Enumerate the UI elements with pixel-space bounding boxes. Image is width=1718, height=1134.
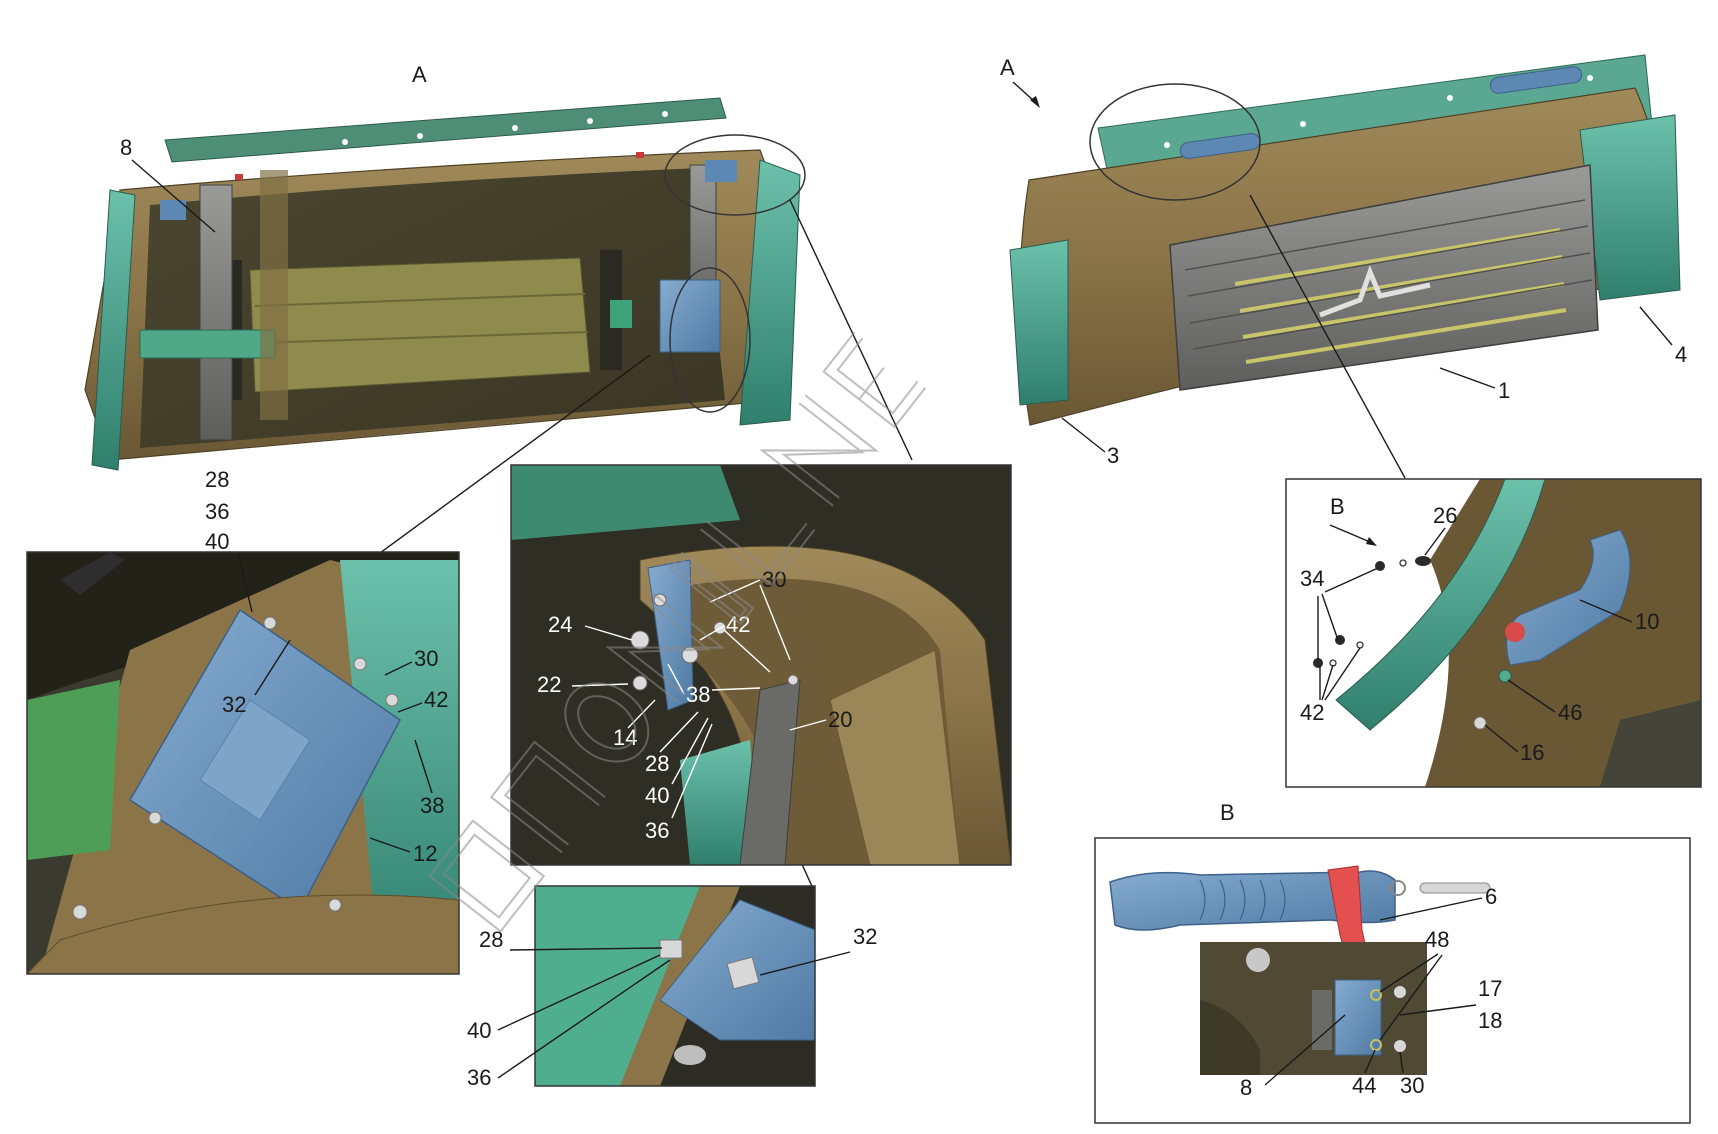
leader-b-44 bbox=[1364, 1049, 1376, 1074]
leader-sm-28 bbox=[509, 947, 663, 951]
label-bl-12: 12 bbox=[413, 841, 437, 866]
leader-bl-stack bbox=[237, 552, 253, 613]
leader-bl-42 bbox=[397, 702, 423, 713]
leader-sm-36 bbox=[497, 959, 671, 1079]
leader-mid-42 bbox=[699, 625, 771, 673]
leader-bl-30 bbox=[384, 661, 413, 676]
label-b-44: 44 bbox=[1352, 1073, 1376, 1098]
view-b-arrow-line bbox=[1329, 524, 1371, 543]
label-b-48: 48 bbox=[1425, 927, 1449, 952]
label-r-16: 16 bbox=[1520, 740, 1544, 765]
leader-r-16 bbox=[1484, 724, 1519, 753]
label-bl-32: 32 bbox=[222, 692, 246, 717]
leader-sm-32 bbox=[759, 951, 851, 976]
label-r-42: 42 bbox=[1300, 700, 1324, 725]
label-bl-42: 42 bbox=[424, 687, 448, 712]
label-mid-36: 36 bbox=[645, 818, 669, 843]
leader-b-30 bbox=[1399, 1051, 1404, 1074]
view-a-arrowhead bbox=[1030, 96, 1040, 108]
leader-r-34 bbox=[1317, 567, 1379, 660]
label-sm-40: 40 bbox=[467, 1018, 491, 1043]
label-main-1: 1 bbox=[1498, 378, 1510, 403]
leader-main-3 bbox=[1061, 417, 1106, 453]
leader-bl-38 bbox=[414, 739, 433, 794]
label-top-left-8: 8 bbox=[120, 135, 132, 160]
label-b-8: 8 bbox=[1240, 1075, 1252, 1100]
connector-mid bbox=[789, 199, 913, 461]
label-mid-14: 14 bbox=[613, 725, 637, 750]
label-b-6: 6 bbox=[1485, 884, 1497, 909]
label-mid-20: 20 bbox=[828, 707, 852, 732]
watermark-outline-lettering bbox=[428, 331, 927, 933]
label-view-a-title: А bbox=[412, 62, 427, 87]
leader-bl-12 bbox=[369, 837, 411, 853]
leader-bl-32 bbox=[254, 639, 291, 696]
connector-bl bbox=[379, 354, 651, 554]
label-b-17: 17 bbox=[1478, 976, 1502, 1001]
label-r-34: 34 bbox=[1300, 566, 1324, 591]
label-main-3: 3 bbox=[1107, 443, 1119, 468]
detail-hinge-view bbox=[534, 885, 816, 1087]
front-view-assembly bbox=[1009, 54, 1681, 426]
leader-top-left-8 bbox=[131, 159, 216, 233]
label-view-b-title: В bbox=[1220, 800, 1235, 825]
leader-main-1 bbox=[1439, 367, 1496, 389]
label-b-18: 18 bbox=[1478, 1008, 1502, 1033]
leader-main-4 bbox=[1639, 306, 1673, 346]
label-mid-28: 28 bbox=[645, 751, 669, 776]
label-bl-stack-28: 28 bbox=[205, 467, 229, 492]
leader-mid-30 bbox=[709, 579, 791, 661]
label-mid-40: 40 bbox=[645, 783, 669, 808]
label-r-46: 46 bbox=[1558, 700, 1582, 725]
leader-sm-40 bbox=[497, 954, 661, 1031]
leader-r-42 bbox=[1319, 647, 1361, 701]
leader-mid-28 bbox=[659, 711, 699, 753]
label-r-26: 26 bbox=[1433, 503, 1457, 528]
label-mid-24: 24 bbox=[548, 612, 572, 637]
label-bl-30: 30 bbox=[414, 646, 438, 671]
leader-mid-20 bbox=[789, 719, 827, 731]
leader-b-17-18 bbox=[1399, 1004, 1477, 1016]
leader-b-48 bbox=[1379, 953, 1443, 1041]
detail-handle-view bbox=[1285, 478, 1702, 788]
label-mid-38: 38 bbox=[686, 682, 710, 707]
label-view-b-arrow: В bbox=[1330, 494, 1345, 519]
leader-mid-14 bbox=[627, 699, 656, 729]
label-sm-36: 36 bbox=[467, 1065, 491, 1090]
leader-r-10 bbox=[1579, 599, 1633, 623]
label-main-4: 4 bbox=[1675, 342, 1687, 367]
connector-right bbox=[1249, 194, 1406, 479]
detail-bracket-view bbox=[26, 551, 460, 975]
label-mid-22: 22 bbox=[537, 672, 561, 697]
label-view-a-arrow: А bbox=[1000, 55, 1015, 80]
view-a-arrow-line bbox=[1012, 81, 1036, 103]
label-b-30: 30 bbox=[1400, 1073, 1424, 1098]
label-r-10: 10 bbox=[1635, 609, 1659, 634]
label-sm-32: 32 bbox=[853, 924, 877, 949]
leader-b-6 bbox=[1379, 897, 1483, 921]
view-b-arrowhead bbox=[1366, 537, 1377, 546]
rear-view-assembly bbox=[84, 97, 806, 471]
view-b-detail bbox=[1094, 837, 1691, 1124]
leader-mid-36 bbox=[671, 723, 713, 819]
leader-mid-40 bbox=[671, 717, 709, 785]
leader-mid-24 bbox=[584, 625, 633, 641]
label-bl-stack-36: 36 bbox=[205, 499, 229, 524]
leader-r-46 bbox=[1507, 679, 1556, 713]
leader-mid-38 bbox=[667, 663, 761, 695]
leader-b-8 bbox=[1264, 1014, 1346, 1086]
label-bl-stack-40: 40 bbox=[205, 529, 229, 554]
detail-corner-view bbox=[510, 464, 1012, 866]
label-bl-38: 38 bbox=[420, 793, 444, 818]
leader-r-26 bbox=[1424, 527, 1446, 556]
